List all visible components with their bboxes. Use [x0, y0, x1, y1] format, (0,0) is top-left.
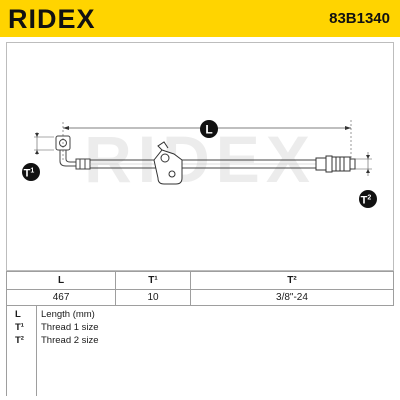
thread2-callout: T2	[359, 190, 377, 208]
part-number: 83B1340	[329, 10, 390, 27]
legend-text: Length (mm)	[41, 309, 95, 320]
legend-text: Thread 1 size	[41, 322, 99, 333]
thread1-dimension	[34, 132, 54, 155]
legend-text: Thread 2 size	[41, 335, 99, 346]
spec-header-thread2: T²	[189, 271, 395, 290]
thread1-index: 1	[30, 168, 34, 175]
thread2-symbol: T	[361, 195, 368, 207]
svg-text:T2: T2	[361, 195, 372, 207]
thread1-callout: T1	[22, 163, 40, 181]
legend-symbol: T¹	[15, 322, 24, 333]
header-band: RIDEX 83B1340	[0, 0, 400, 37]
spec-header-thread1: T¹	[115, 271, 191, 290]
legend: L Length (mm) T¹ Thread 1 size T² Thread…	[6, 306, 395, 396]
length-label: L	[205, 123, 212, 137]
svg-text:T1: T1	[24, 168, 35, 180]
spec-value-row: 467 10 3/8"-24	[5, 289, 395, 306]
brand-logo: RIDEX	[8, 4, 96, 34]
length-callout: L	[200, 120, 218, 138]
spec-value-thread1: 10	[115, 289, 191, 306]
thread2-index: 2	[367, 195, 371, 202]
spec-value-length: 467	[5, 289, 117, 306]
spec-header-row: L T¹ T²	[5, 271, 395, 290]
mounting-bracket	[153, 141, 183, 185]
legend-symbol: L	[15, 309, 21, 320]
legend-divider	[36, 306, 37, 396]
hose-body	[90, 159, 316, 169]
drawing-frame	[6, 42, 394, 271]
hose-drawing: RIDEX L	[22, 120, 377, 208]
watermark: RIDEX	[84, 122, 316, 196]
spec-header-length: L	[5, 271, 117, 290]
legend-symbol: T²	[15, 335, 24, 346]
spec-value-thread2: 3/8"-24	[189, 289, 395, 306]
thread2-dimension	[352, 152, 372, 176]
thread1-symbol: T	[24, 168, 31, 180]
hose-right-fitting	[315, 155, 356, 173]
spec-table: L T¹ T² 467 10 3/8"-24	[5, 271, 395, 306]
